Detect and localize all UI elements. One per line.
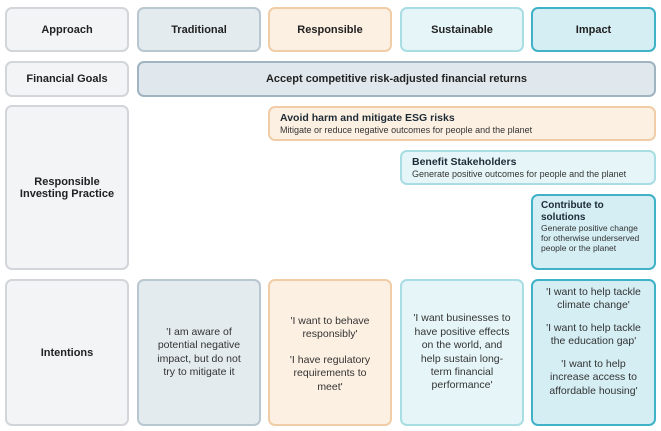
- approach-header: Approach: [5, 7, 129, 52]
- impact-header: Impact: [531, 7, 656, 52]
- benefit-title: Benefit Stakeholders: [412, 156, 517, 168]
- impact-intention: 'I want to help tackle climate change' '…: [531, 279, 656, 426]
- responsible-header: Responsible: [268, 7, 392, 52]
- financial-goals-band: Accept competitive risk-adjusted financi…: [137, 61, 656, 97]
- intentions-label-box: Intentions: [5, 279, 129, 426]
- avoid-harm-band: Avoid harm and mitigate ESG risks Mitiga…: [268, 106, 656, 141]
- impact-intention-2: 'I want to help tackle the education gap…: [546, 321, 641, 348]
- sustainable-header: Sustainable: [400, 7, 524, 52]
- benefit-desc: Generate positive outcomes for people an…: [412, 169, 627, 179]
- responsible-intention: 'I want to behave responsibly' 'I have r…: [268, 279, 392, 426]
- traditional-header: Traditional: [137, 7, 261, 52]
- contribute-solutions-box: Contribute to solutions Generate positiv…: [531, 194, 656, 270]
- traditional-intention: 'I am aware of potential negative impact…: [137, 279, 261, 426]
- avoid-harm-desc: Mitigate or reduce negative outcomes for…: [280, 125, 533, 135]
- responsible-intention-2: 'I have regulatory requirements to meet': [289, 353, 371, 393]
- impact-intention-3: 'I want to help increase access to affor…: [549, 357, 638, 397]
- sustainable-intention-text: 'I want businesses to have positive effe…: [413, 312, 511, 392]
- traditional-label: Traditional: [171, 23, 227, 36]
- practice-label-box: Responsible Investing Practice: [5, 105, 129, 270]
- avoid-harm-title: Avoid harm and mitigate ESG risks: [280, 112, 455, 124]
- responsible-intention-1: 'I want to behave responsibly': [290, 315, 370, 341]
- financial-goals-text: Accept competitive risk-adjusted financi…: [265, 73, 528, 85]
- sustainable-intention: 'I want businesses to have positive effe…: [400, 279, 524, 426]
- traditional-intention-text: 'I am aware of potential negative impact…: [157, 325, 241, 378]
- sustainable-label: Sustainable: [431, 23, 493, 36]
- impact-intention-1: 'I want to help tackle climate change': [546, 286, 641, 312]
- impact-label: Impact: [575, 23, 612, 36]
- financial-goals-label: Financial Goals: [26, 73, 108, 85]
- financial-goals-label-box: Financial Goals: [5, 61, 129, 97]
- responsible-label: Responsible: [297, 23, 363, 36]
- approach-label: Approach: [41, 23, 93, 36]
- benefit-stakeholders-band: Benefit Stakeholders Generate positive o…: [400, 150, 656, 185]
- contribute-desc: Generate positive change for otherwise u…: [541, 223, 640, 253]
- practice-label: Responsible Investing Practice: [19, 175, 115, 200]
- contribute-title: Contribute to solutions: [541, 200, 604, 223]
- intentions-label: Intentions: [40, 346, 94, 359]
